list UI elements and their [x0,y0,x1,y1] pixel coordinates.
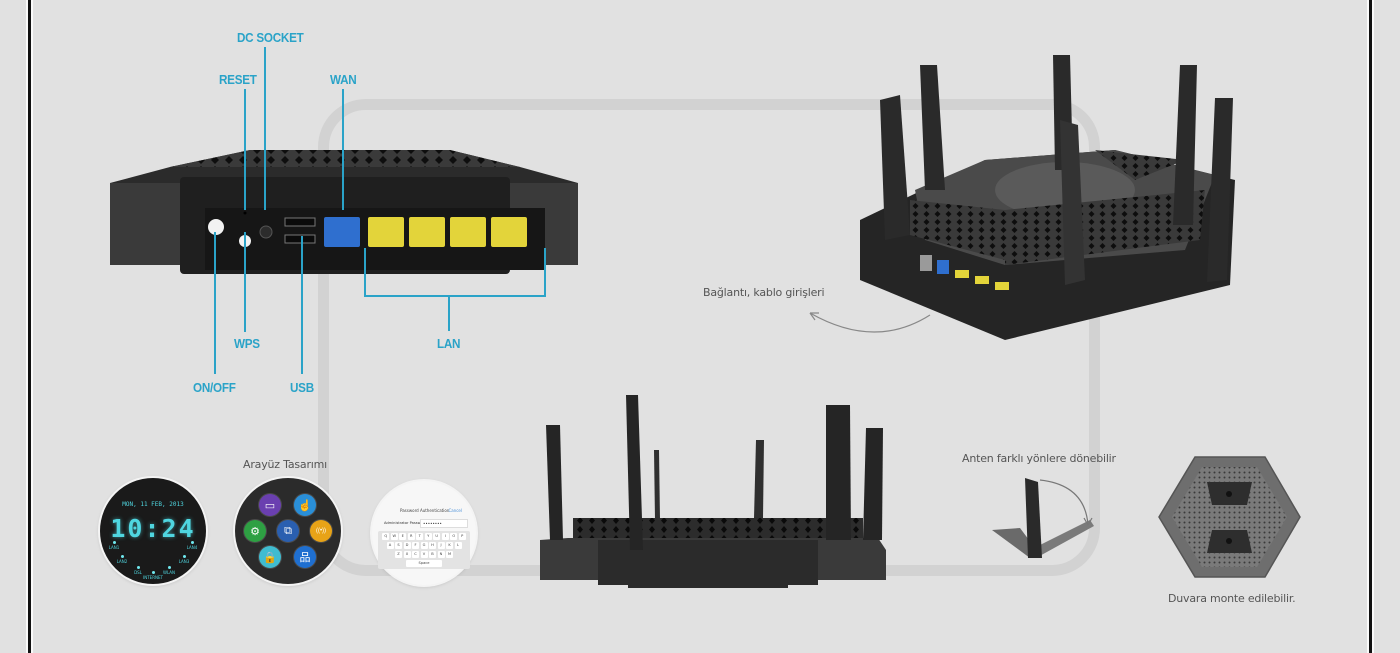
app-menu-screen: ▭ ☝ ⚙ ⧉ ((•)) 🔒 品 [235,478,341,584]
devices-icon[interactable]: ▭ [259,494,281,516]
frame-right-border [1369,0,1372,653]
network-topology-icon[interactable]: 品 [294,546,316,568]
led-wlan: WLAN [157,566,181,575]
key-v[interactable]: V [420,551,428,558]
clock-screen: MON, 11 FEB, 2013 10:24 LAN1 LAN2 DSL IN… [100,478,206,584]
leader-usb [301,236,303,374]
label-usb: USB [290,380,314,395]
antenna-2 [920,65,945,190]
lan-port-1 [368,217,404,247]
dc-socket [259,225,273,239]
password-dialog-title: Password Authentication [400,508,450,513]
caption-antenna-rotation: Anten farklı yönlere dönebilir [962,452,1116,465]
antenna-5 [1173,65,1197,225]
label-wan: WAN [330,72,357,87]
lan-port-3 [450,217,486,247]
key-f[interactable]: F [412,542,419,549]
key-m[interactable]: M [446,551,453,558]
label-wps: WPS [234,336,260,351]
lan-port-2 [409,217,445,247]
antenna-1 [880,95,910,240]
router-bottom-view [1158,456,1301,578]
label-lan: LAN [437,336,461,351]
key-q[interactable]: Q [382,533,390,540]
network-devices-icon[interactable]: ⧉ [277,520,299,542]
touch-wifi-icon[interactable]: ☝ [294,494,316,516]
lock-icon[interactable]: 🔒 [259,546,281,568]
leader-wan [342,89,344,210]
cancel-button[interactable]: Cancel [448,508,462,513]
led-lan3: LAN3 [172,555,196,564]
led-internet: INTERNET [141,571,165,580]
on-off-button [208,219,224,235]
password-screen: Password Authentication Cancel Administr… [372,481,476,585]
space-key[interactable]: Space [406,560,442,567]
led-lan1: LAN1 [102,541,126,550]
label-dc-socket: DC SOCKET [237,30,304,45]
password-label: Administrator Password [384,521,427,525]
label-reset: RESET [219,72,257,87]
leader-on-off [214,232,216,374]
reset-pinhole [243,211,247,215]
key-s[interactable]: S [395,542,402,549]
key-a[interactable]: A [386,542,394,549]
lan-port-4 [491,217,527,247]
key-e[interactable]: E [399,533,407,540]
antenna-right-inner [826,405,851,540]
wireless-signal-icon[interactable]: ((•)) [310,520,332,542]
antenna-detail [992,478,1094,558]
caption-connections: Bağlantı, kablo girişleri [703,286,825,299]
led-lan2: LAN2 [110,555,134,564]
clock-date: MON, 11 FEB, 2013 [122,501,184,508]
curved-arrow-icon [809,312,931,333]
key-y[interactable]: Y [424,533,432,540]
leader-lan-left [364,248,366,296]
leader-lan-right [544,248,546,296]
wan-port-3d [937,260,949,274]
router-rear-view [110,150,578,274]
router-front-view [540,395,886,588]
password-field[interactable]: •••••••• [420,519,468,528]
key-l[interactable]: L [454,542,462,549]
leader-wps [244,232,246,332]
wan-port [324,217,360,247]
key-u[interactable]: U [433,533,441,540]
key-n[interactable]: N [437,551,445,558]
key-d[interactable]: D [403,542,411,549]
led-lan4: LAN4 [180,541,204,550]
key-c[interactable]: C [412,551,419,558]
key-i[interactable]: I [441,533,449,540]
antenna-left-outer [546,425,563,540]
rotation-arrow-icon [1039,479,1089,526]
key-r[interactable]: R [407,533,415,540]
caption-wall-mount: Duvara monte edilebilir. [1168,592,1296,605]
clock-time: 10:24 [110,514,196,543]
leader-dc-socket [264,47,266,210]
key-t[interactable]: T [416,533,424,540]
key-o[interactable]: O [450,533,458,540]
caption-interface-design: Arayüz Tasarımı [243,458,328,471]
antenna-4 [1060,120,1085,285]
label-on-off: ON/OFF [193,380,236,395]
key-j[interactable]: J [437,542,445,549]
key-g[interactable]: G [420,542,428,549]
key-w[interactable]: W [390,533,398,540]
leader-lan [448,295,450,331]
settings-gear-icon[interactable]: ⚙ [244,520,266,542]
leader-reset [244,89,246,210]
key-k[interactable]: K [446,542,453,549]
antenna-right-outer [863,428,883,540]
key-x[interactable]: X [403,551,411,558]
key-p[interactable]: P [458,533,466,540]
key-b[interactable]: B [429,551,436,558]
frame-left-border [28,0,31,653]
antenna-6 [1207,98,1233,282]
key-h[interactable]: H [429,542,436,549]
antenna-left-inner [626,395,643,550]
led-dsl: DSL [126,566,150,575]
router-perspective-view [860,55,1235,340]
key-z[interactable]: Z [395,551,402,558]
leader-lan-bracket [364,295,546,297]
